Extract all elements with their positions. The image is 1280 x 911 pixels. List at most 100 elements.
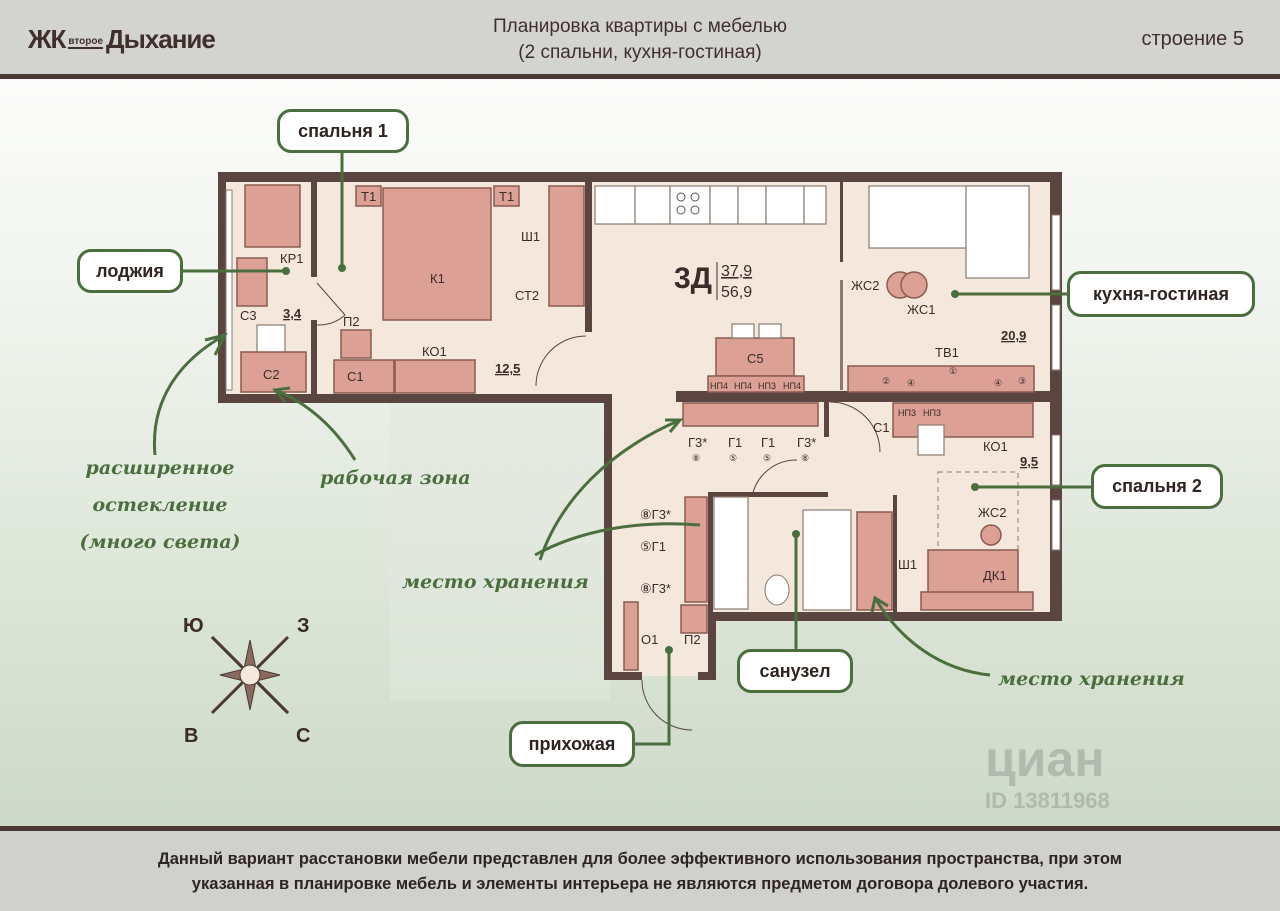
logo-small: второе: [68, 36, 104, 49]
label-np3: НП3: [758, 381, 776, 391]
wall: [604, 672, 642, 680]
label-np4: НП4: [710, 381, 728, 391]
wall: [708, 612, 716, 680]
label-np3: НП3: [923, 408, 941, 418]
label-zhs2: ЖС2: [978, 505, 1006, 520]
label-np3: НП3: [898, 408, 916, 418]
label-ko1: КО1: [422, 344, 447, 359]
label-n8: ⑧: [692, 453, 700, 463]
compass-rose: [210, 635, 290, 715]
apartment-type: 3Д: [674, 262, 712, 295]
label-p2: П2: [684, 632, 701, 647]
title-line-2: (2 спальни, кухня-гостиная): [518, 42, 762, 63]
chair: [758, 323, 782, 339]
label-sh1: Ш1: [521, 229, 540, 244]
kitchen-counter: [634, 185, 671, 225]
compass-south: Ю: [183, 615, 204, 637]
pouf-p2: [680, 604, 708, 634]
wardrobe-sh1: [548, 185, 585, 307]
compass-east: В: [184, 725, 198, 747]
watermark-brand: циан: [985, 731, 1105, 787]
label-n4: ④: [994, 378, 1002, 388]
glazing-line-3: (много света): [79, 531, 241, 553]
glazing-line-1: расширенное: [85, 457, 235, 479]
label-zhs1: ЖС1: [907, 302, 935, 317]
toilet: [764, 574, 790, 606]
door: [751, 401, 881, 498]
loggia-glazing: [225, 189, 233, 391]
logo-prefix: ЖК: [28, 24, 66, 54]
wall: [708, 612, 1062, 621]
glazing-line-2: остекление: [92, 494, 228, 516]
wall: [218, 394, 612, 403]
wall: [708, 492, 713, 617]
disclaimer-line-2: указанная в планировке мебель и элементы…: [191, 875, 1089, 893]
footer: Данный вариант расстановки мебели предст…: [0, 826, 1280, 911]
label-sh1: Ш1: [898, 557, 917, 572]
label-n4: ④: [907, 378, 915, 388]
label-g1: Г1: [728, 435, 742, 450]
wall: [311, 320, 317, 396]
bed-k1: [382, 187, 492, 321]
dishwasher: [737, 185, 767, 225]
label-tv1: ТВ1: [935, 345, 959, 360]
sofa-base: [920, 591, 1034, 611]
title-line-1: Планировка квартиры с мебелью: [493, 16, 787, 37]
wardrobes-g: [682, 402, 819, 427]
sofa-corner: [965, 185, 1030, 279]
wall: [840, 182, 843, 262]
table-c3: [236, 257, 268, 307]
dresser-ko1: [394, 359, 476, 394]
compass-north: С: [296, 725, 310, 747]
wall: [218, 172, 226, 403]
label-zhs2: ЖС2: [851, 278, 879, 293]
area-bedroom1: 12,5: [495, 361, 520, 376]
chair: [917, 424, 945, 456]
armchair-kr1: [244, 184, 301, 248]
wall: [698, 672, 716, 680]
arrow-storage-left: [534, 418, 701, 561]
callout-kitchen-living: кухня-гостиная: [1067, 271, 1255, 317]
label-st2: СТ2: [515, 288, 539, 303]
door: [316, 282, 346, 326]
label-g3-left: ⑧Г3*: [640, 507, 671, 522]
arrow-work-zone: [272, 386, 357, 461]
area-bedroom2: 9,5: [1020, 454, 1038, 469]
label-np4: НП4: [734, 381, 752, 391]
watermark: циан ID 13811968: [945, 730, 1110, 814]
label-n3: ③: [1018, 376, 1026, 386]
sink: [765, 185, 805, 225]
dining-table-c5: [715, 337, 795, 377]
stove: [669, 185, 711, 225]
desk-c2: [240, 351, 307, 393]
window: [1051, 214, 1061, 291]
label-n1: ①: [949, 366, 957, 376]
label-n5: ⑤: [763, 453, 771, 463]
armchair-zhs2: [980, 524, 1002, 546]
armchair-zhs1: [900, 271, 928, 299]
label-c2: С2: [263, 367, 280, 382]
nightstand-t1: [355, 185, 382, 207]
label-c1: С1: [873, 420, 890, 435]
chair: [731, 323, 755, 339]
label-c5: С5: [747, 351, 764, 366]
wall: [585, 182, 592, 332]
wall: [311, 182, 317, 277]
label-t1: Т1: [361, 189, 376, 204]
area-loggia: 3,4: [283, 306, 302, 321]
header: ЖК второе Дыхание Планировка квартиры с …: [0, 0, 1280, 79]
living-area: 37,9: [721, 263, 752, 280]
wall: [893, 495, 897, 615]
wall: [708, 492, 828, 497]
sofa-dk1: [927, 549, 1019, 596]
window: [1051, 434, 1061, 486]
bathtub: [802, 509, 852, 611]
label-n2: ②: [882, 376, 890, 386]
callout-loggia: лоджия: [77, 249, 183, 293]
label-g3: Г3*: [797, 435, 816, 450]
wall: [218, 172, 1062, 182]
compass-west: З: [297, 615, 310, 637]
annotation-storage-left: место хранения: [402, 571, 589, 593]
building-label: строение 5: [1141, 28, 1244, 50]
